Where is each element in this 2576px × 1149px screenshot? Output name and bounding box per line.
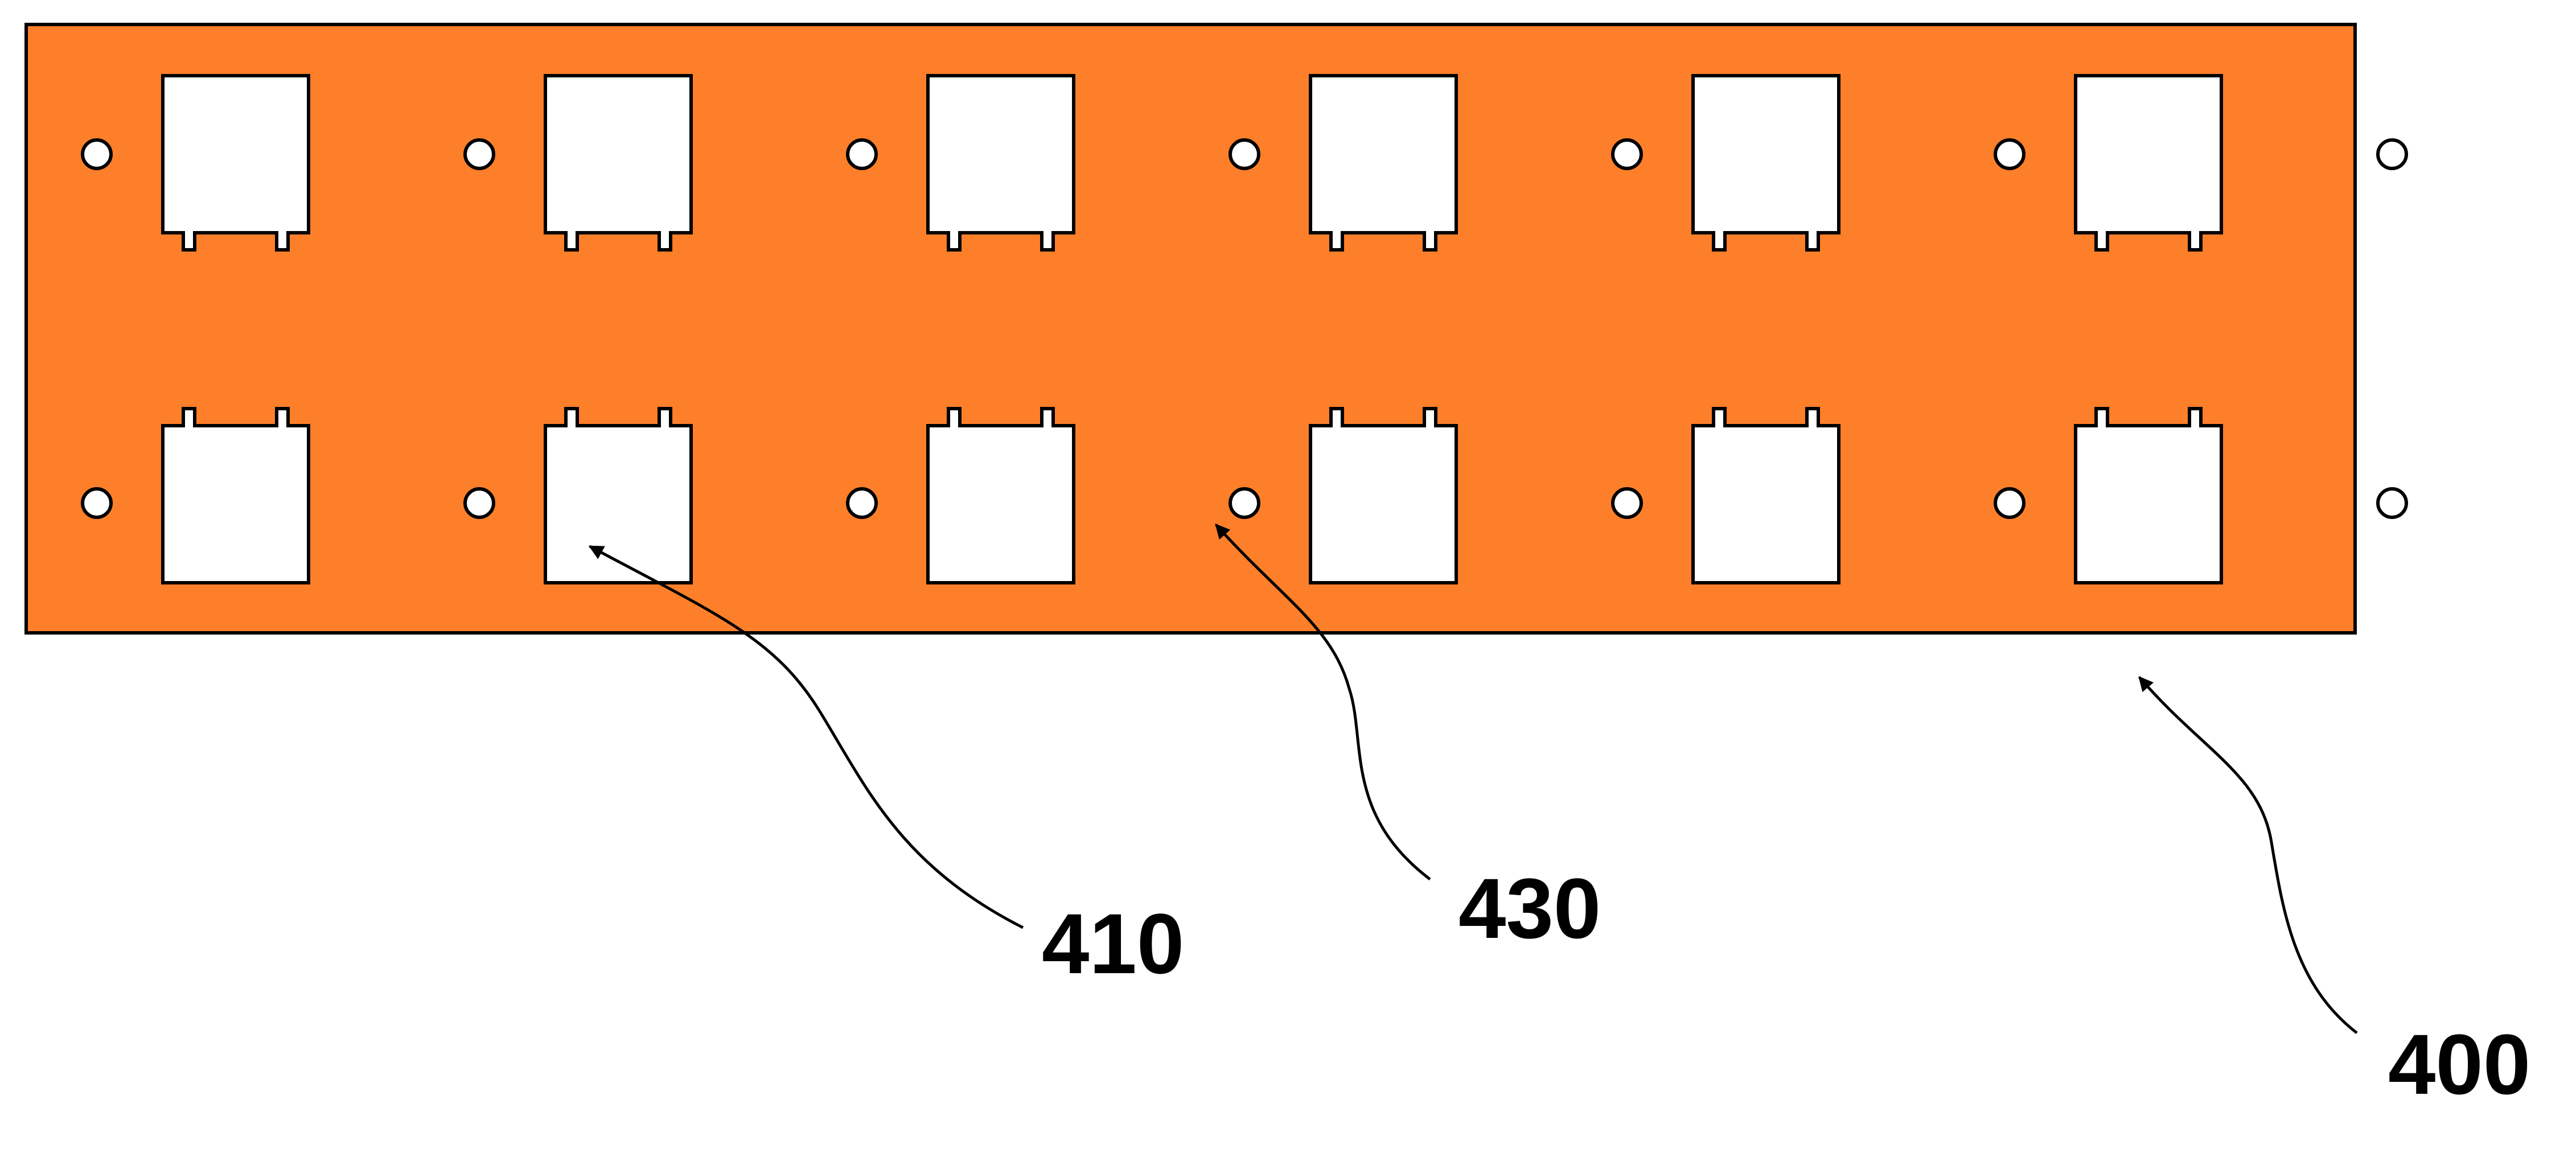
square-cutout <box>545 76 691 250</box>
round-hole <box>848 140 876 168</box>
square-cutout <box>1693 409 1839 583</box>
square-cutout <box>1693 76 1839 250</box>
round-hole <box>83 489 111 517</box>
square-cutout <box>163 409 309 583</box>
mounting-plate <box>26 24 2355 633</box>
round-hole <box>1230 140 1259 168</box>
square-cutout <box>1310 409 1456 583</box>
leader-line-400 <box>2139 677 2357 1033</box>
round-hole <box>2378 140 2406 168</box>
round-hole <box>1995 140 2024 168</box>
round-hole <box>848 489 876 517</box>
reference-label-430: 430 <box>1458 860 1601 956</box>
square-cutout <box>928 76 1074 250</box>
round-hole <box>2378 489 2406 517</box>
square-cutout <box>2076 76 2221 250</box>
square-cutout <box>928 409 1074 583</box>
round-hole <box>1613 140 1641 168</box>
round-hole <box>1613 489 1641 517</box>
reference-label-400: 400 <box>2388 1016 2530 1112</box>
round-hole <box>83 140 111 168</box>
square-cutout <box>1310 76 1456 250</box>
square-cutout <box>545 409 691 583</box>
square-cutout <box>163 76 309 250</box>
square-cutout <box>2076 409 2221 583</box>
round-hole <box>465 140 494 168</box>
round-hole <box>465 489 494 517</box>
round-hole <box>1230 489 1259 517</box>
reference-label-410: 410 <box>1042 896 1184 991</box>
round-hole <box>1995 489 2024 517</box>
